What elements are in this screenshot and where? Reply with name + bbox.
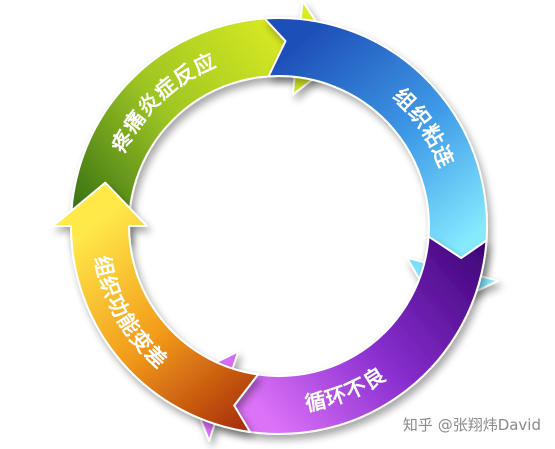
arrow-poor-circulation: [183, 235, 488, 442]
arrow-tissue-function-decline: [52, 181, 260, 433]
segment-tissue-function-decline: 组织功能变差: [52, 181, 260, 433]
arrow-tissue-adhesion: [263, 17, 500, 311]
segment-poor-circulation: 循环不良: [183, 235, 488, 442]
watermark-text: 知乎 @张翔炜David: [402, 416, 541, 434]
arrow-pain-inflammation: [69, 0, 342, 249]
